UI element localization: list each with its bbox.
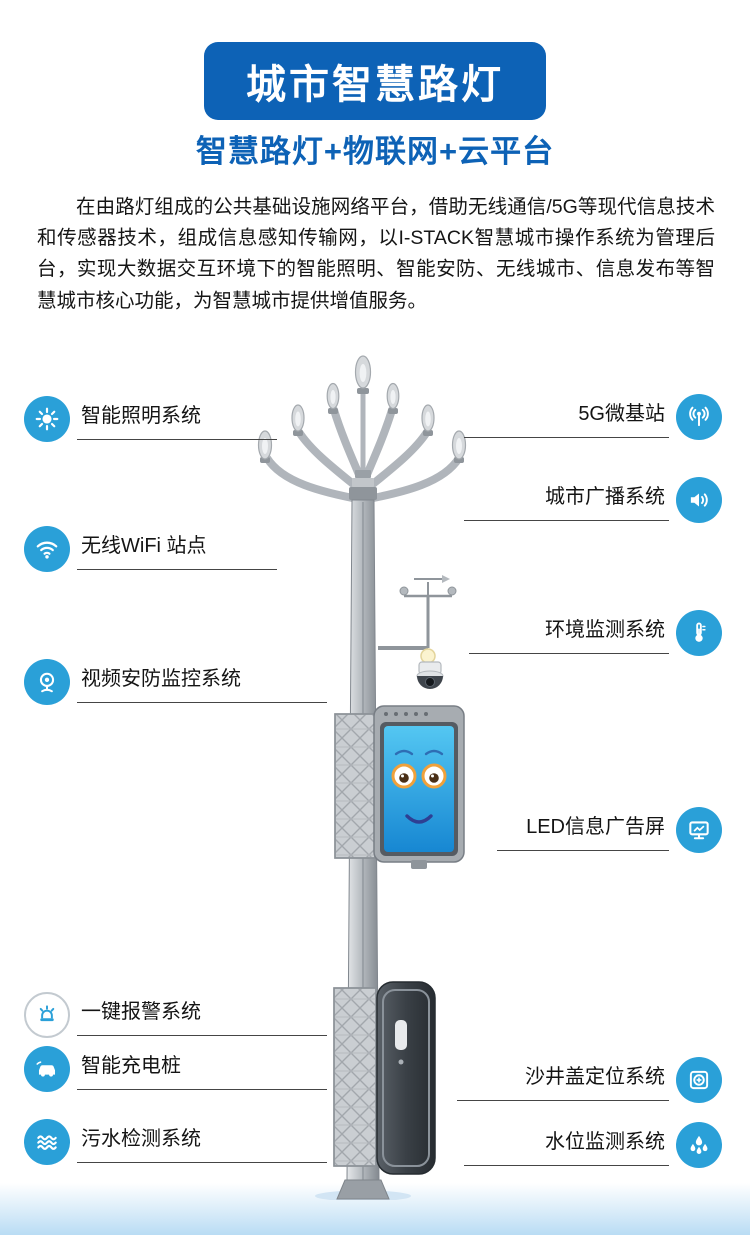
lamp-heads <box>257 355 467 463</box>
waves-icon <box>24 1119 70 1165</box>
intro-paragraph: 在由路灯组成的公共基础设施网络平台，借助无线通信/5G等现代信息技术和传感器技术… <box>37 196 715 312</box>
feature-label: 无线WiFi 站点 <box>77 529 277 570</box>
feature-manhole-positioning: 沙井盖定位系统 <box>457 1057 722 1103</box>
ev-charging-icon <box>24 1046 70 1092</box>
dome-camera-illustration <box>416 661 444 689</box>
feature-video-surveillance: 视频安防监控系统 <box>24 659 327 705</box>
page-subtitle: 智慧路灯+物联网+云平台 <box>195 134 555 169</box>
cctv-icon <box>24 659 70 705</box>
feature-5g-base-station: 5G微基站 <box>464 394 722 440</box>
pole-collar <box>349 470 377 500</box>
pole-base <box>336 1179 390 1200</box>
pole-lattice-upper <box>334 713 376 859</box>
feature-label: 智能充电桩 <box>77 1049 327 1090</box>
page-title: 城市智慧路灯 <box>204 42 546 120</box>
feature-label: 城市广播系统 <box>464 480 669 521</box>
speaker-icon <box>676 477 722 523</box>
feature-label: 智能照明系统 <box>77 399 277 440</box>
screen-face <box>391 749 447 824</box>
feature-label: 水位监测系统 <box>464 1125 669 1166</box>
smart-streetlight-illustration <box>257 355 467 1200</box>
antenna-icon <box>676 394 722 440</box>
feature-label: 视频安防监控系统 <box>77 662 327 703</box>
wifi-icon <box>24 526 70 572</box>
feature-label: 环境监测系统 <box>469 613 669 654</box>
feature-wifi: 无线WiFi 站点 <box>24 526 277 572</box>
feature-label: 一键报警系统 <box>77 995 327 1036</box>
control-cabinet <box>376 981 436 1175</box>
feature-label: 污水检测系统 <box>77 1122 327 1163</box>
feature-smart-lighting: 智能照明系统 <box>24 396 277 442</box>
feature-water-level-monitoring: 水位监测系统 <box>464 1122 722 1168</box>
feature-label: 5G微基站 <box>464 397 669 438</box>
pole-lattice-lower <box>333 987 377 1167</box>
feature-led-ad-screen: LED信息广告屏 <box>497 807 722 853</box>
sun-icon <box>24 396 70 442</box>
feature-environment-monitoring: 环境监测系统 <box>469 610 722 656</box>
water-drops-icon <box>676 1122 722 1168</box>
feature-sewage-detection: 污水检测系统 <box>24 1119 327 1165</box>
feature-label: LED信息广告屏 <box>497 810 669 851</box>
manhole-icon <box>676 1057 722 1103</box>
display-icon <box>676 807 722 853</box>
feature-label: 沙井盖定位系统 <box>457 1060 669 1101</box>
feature-city-broadcast: 城市广播系统 <box>464 477 722 523</box>
alarm-icon <box>24 992 70 1038</box>
feature-ev-charging: 智能充电桩 <box>24 1046 327 1092</box>
weather-sensors <box>378 575 457 664</box>
led-screen <box>373 705 465 869</box>
feature-one-key-alarm: 一键报警系统 <box>24 992 327 1038</box>
thermometer-icon <box>676 610 722 656</box>
